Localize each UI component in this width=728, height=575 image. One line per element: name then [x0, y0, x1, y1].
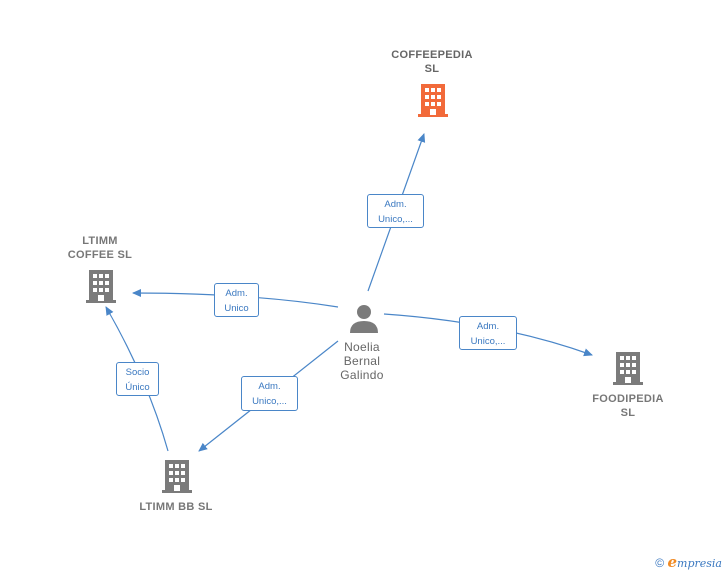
- edge-label-to-ltimm-coffee[interactable]: Adm. Unico: [214, 283, 259, 317]
- node-label-ltimm-bb[interactable]: LTIMM BB SL: [121, 500, 231, 514]
- edge-label-to-ltimm-bb[interactable]: Adm. Unico,...: [241, 376, 298, 411]
- edge-label-line: Unico,...: [252, 396, 287, 407]
- node-label-line: Galindo: [340, 368, 384, 382]
- node-label-line: SL: [620, 407, 636, 419]
- edge-label-line: Unico,...: [470, 336, 506, 347]
- node-label-line: LTIMM: [82, 235, 118, 247]
- brand-footer[interactable]: © empresia: [655, 553, 722, 571]
- edge-label-line: Unico,...: [378, 214, 413, 225]
- copyright-symbol: ©: [655, 556, 665, 570]
- edge-label-line: Único: [125, 382, 150, 393]
- brand-logo-e: e: [667, 553, 678, 571]
- node-label-line: COFFEE SL: [67, 249, 133, 261]
- node-label-ltimm-coffee[interactable]: LTIMM COFFEE SL: [50, 234, 150, 262]
- person-icon[interactable]: [350, 305, 378, 333]
- node-label-line: Bernal: [343, 354, 381, 368]
- edge-label-to-foodipedia[interactable]: Adm. Unico,...: [459, 316, 517, 350]
- edge-label-line: Adm.: [225, 288, 248, 299]
- edge-label-line: Adm.: [476, 321, 500, 332]
- node-label-coffeepedia[interactable]: COFFEEPEDIA SL: [372, 48, 492, 76]
- building-icon[interactable]: [418, 84, 448, 117]
- edge-label-line: Unico: [224, 303, 249, 314]
- node-label-line: FOODIPEDIA: [592, 393, 664, 405]
- edge-label-line: Adm.: [384, 199, 407, 210]
- node-label-line: SL: [424, 63, 440, 75]
- building-icon[interactable]: [86, 270, 116, 303]
- building-icon[interactable]: [162, 460, 192, 493]
- edge-label-to-coffeepedia[interactable]: Adm. Unico,...: [367, 194, 424, 228]
- edge-label-line: Socio: [125, 367, 150, 378]
- building-icon[interactable]: [613, 352, 643, 385]
- edge-label-bb-to-coffee[interactable]: Socio Único: [116, 362, 159, 396]
- node-label-foodipedia[interactable]: FOODIPEDIA SL: [578, 392, 678, 420]
- node-label-line: Noelia: [344, 340, 380, 354]
- node-label-person[interactable]: Noelia Bernal Galindo: [322, 340, 402, 382]
- edge-label-line: Adm.: [258, 381, 281, 392]
- node-label-line: COFFEEPEDIA: [391, 49, 473, 61]
- brand-logo-text: mpresia: [677, 557, 722, 570]
- node-label-line: LTIMM BB SL: [139, 501, 213, 513]
